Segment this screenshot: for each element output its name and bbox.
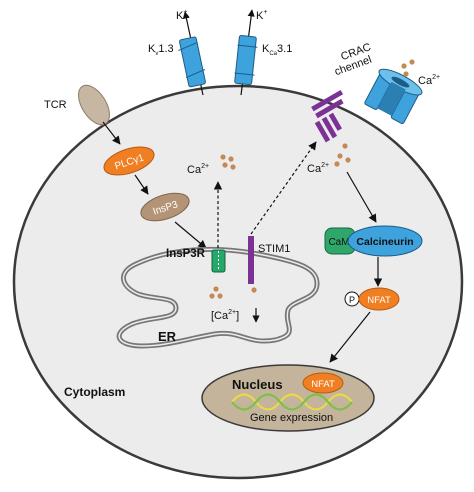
kca31-label: KCa3.1: [262, 43, 292, 57]
cytoplasm-label: Cytoplasm: [64, 385, 125, 399]
ca-label-center: Ca2+: [187, 163, 209, 176]
plc-gamma1: [103, 146, 155, 176]
ca-dot: [401, 63, 407, 69]
nfat-nucleus: [302, 372, 344, 394]
ca-dot: [209, 293, 215, 299]
nfat-cytoplasm: [358, 287, 400, 311]
er-label: ER: [158, 329, 177, 344]
stim1-oligomer: [311, 89, 344, 143]
arrow-tcr-to-plc: [102, 121, 121, 145]
stim1-er: [248, 236, 254, 284]
kv13-label: Kv1.3: [148, 43, 174, 57]
insp3r-label: InsP3R: [166, 248, 206, 260]
ca-dot: [230, 164, 236, 170]
kca31-channel: [234, 9, 258, 96]
ca-dot: [334, 161, 340, 167]
insp3: [140, 192, 190, 222]
tcr-label: TCR: [44, 99, 67, 111]
kv13-channel: [178, 11, 206, 96]
calcineurin-protein: [347, 225, 423, 257]
calcineurin-label: Calcineurin: [356, 236, 413, 248]
arrow-insp3-to-receptor: [174, 221, 207, 249]
arrow-stim1-to-crac: [250, 141, 317, 235]
ca-dot: [213, 286, 219, 292]
ca-dot: [222, 162, 228, 168]
gene-expression-label: Gene expression: [250, 412, 333, 424]
ca-dot: [251, 287, 257, 293]
ca-dot: [337, 153, 343, 159]
ca-dot: [217, 293, 223, 299]
ca-label-right: Ca2+: [307, 162, 329, 175]
ca-dot: [228, 156, 234, 162]
arrow-ca-to-calcineurin: [346, 171, 377, 223]
ca-dot: [342, 143, 348, 149]
ca-label-top-right: Ca2+: [418, 74, 440, 87]
arrow-plc-to-insp3: [134, 174, 149, 195]
arrow-nfat-to-nucleus: [329, 311, 371, 363]
crac-label: CRACchennel: [329, 41, 377, 78]
nfat-nuc-label: NFAT: [311, 379, 335, 390]
stim1-label: STIM1: [258, 243, 290, 255]
k-label-left: K+: [176, 9, 187, 22]
cam-label: CaM: [328, 237, 349, 248]
k-label-right: K+: [256, 9, 267, 22]
ca-dot: [403, 71, 409, 77]
ca-dot: [345, 157, 351, 163]
ca-dot: [220, 154, 226, 160]
ca-dot: [409, 59, 415, 65]
nfat-cyto-label: NFAT: [367, 295, 391, 306]
nucleus-label: Nucleus: [232, 377, 283, 392]
crac-channel: [364, 68, 423, 125]
dna-helix: [231, 393, 353, 411]
tcr-receptor: [78, 84, 110, 126]
er-ca-level-label: [Ca2+]: [211, 309, 239, 322]
phosphate-label: P: [349, 295, 355, 305]
